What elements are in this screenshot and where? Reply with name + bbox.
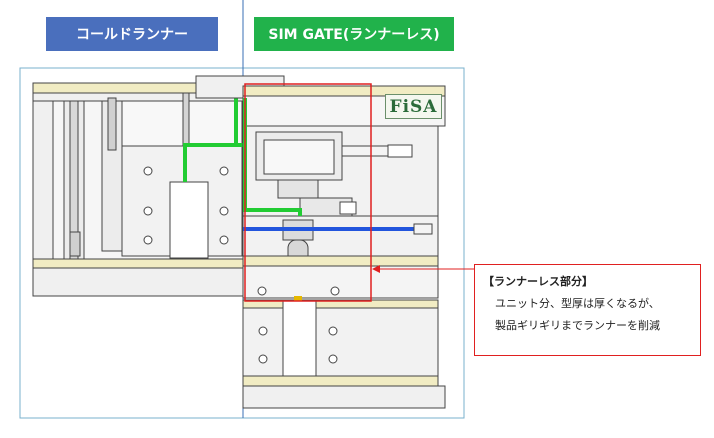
callout-line-2: 製品ギリギリまでランナーを削減 (495, 319, 660, 332)
callout-line-1: ユニット分、型厚は厚くなるが、 (495, 297, 660, 310)
fisa-logo: FiSA (385, 94, 442, 119)
cold-runner-path (183, 143, 243, 182)
plate-right-yellow (242, 255, 439, 267)
sim-gate-label: SIM GATE(ランナーレス) (254, 17, 454, 51)
sim-gate-mold (195, 75, 446, 409)
cold-runner-label: コールドランナー (46, 17, 218, 51)
outer-frame (19, 67, 465, 419)
cold-runner-mold (32, 82, 244, 297)
bottom-plate-left (32, 267, 244, 297)
runnerless-highlight-box (244, 83, 372, 302)
bottom-plate-right (242, 375, 439, 387)
runnerless-callout: 【ランナーレス部分】 ユニット分、型厚は厚くなるが、 製品ギリギリまでランナーを… (474, 264, 701, 356)
left-side-plate (32, 100, 54, 260)
callout-title: 【ランナーレス部分】 (483, 275, 593, 288)
bottom-plate-left-yellow (32, 258, 244, 269)
